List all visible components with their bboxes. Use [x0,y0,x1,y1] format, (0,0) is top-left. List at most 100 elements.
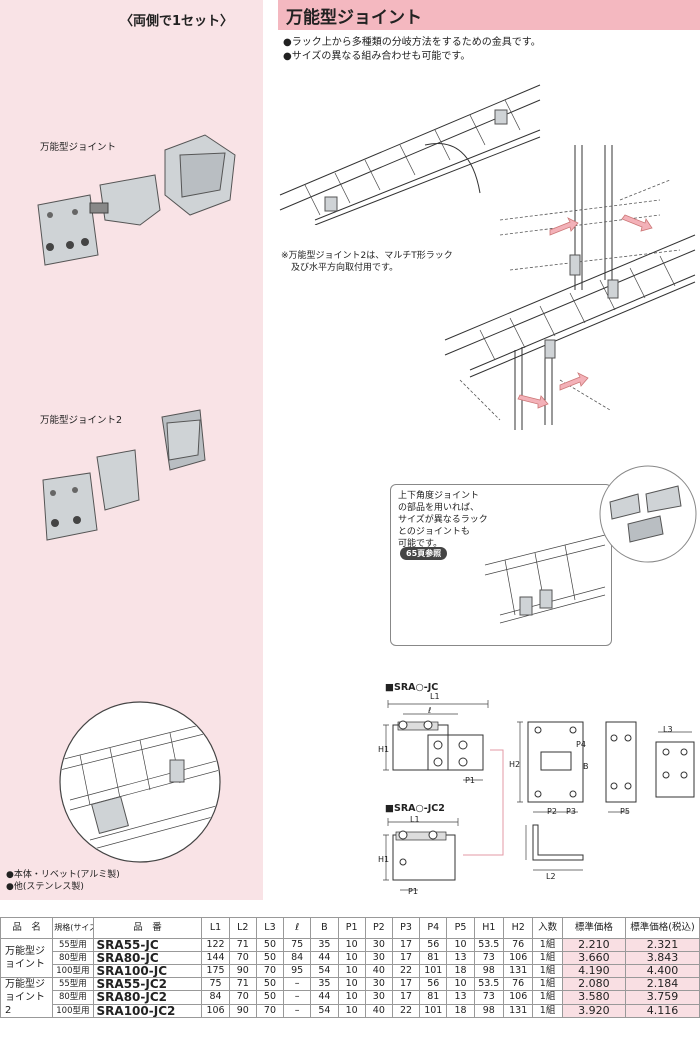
cell-size: 55型用 [52,938,94,952]
th-H1: H1 [473,917,504,939]
cell-L3: 50 [255,990,285,1005]
cell-P3: 17 [391,938,421,952]
material-note-2: ●他(ステンレス製) [6,882,84,892]
cell-H1: 73 [473,951,504,965]
cell-H2: 106 [502,990,534,1005]
dim-P5: P5 [620,807,630,816]
dim-H2: H2 [509,760,521,769]
cell-P4: 56 [419,938,448,952]
dim-P3: P3 [566,807,576,816]
section-title-bar: 万能型ジョイント [278,0,700,30]
cell-qty: 1組 [532,938,563,952]
cell-size: 80型用 [52,990,94,1005]
dimension-drawings [383,700,695,891]
cell-L2: 70 [228,951,257,965]
bullet-2: ●サイズの異なる組み合わせも可能です。 [283,51,471,62]
cell-P3: 22 [391,1003,421,1019]
th-P3: P3 [391,917,421,939]
cell-qty: 1組 [532,951,563,965]
spec-table: 品 名 規格(サイズ) 品 番 L1 L2 L3 ℓ B P1 P2 P3 P4… [0,917,700,1019]
cell-P1: 10 [337,951,366,965]
cell-L1: 144 [201,951,230,965]
joint-photo-2 [42,409,206,541]
cell-P2: 40 [364,1003,393,1019]
th-size: 規格(サイズ) [52,917,94,939]
cell-size: 100型用 [52,964,94,978]
cell-P3: 17 [391,976,421,992]
cell-P2: 40 [364,964,393,978]
cell-L2: 90 [228,1003,257,1019]
cell-price: 3.920 [561,1003,626,1019]
cell-H2: 76 [502,976,534,992]
th-P5: P5 [446,917,475,939]
cell-size: 100型用 [52,1003,94,1019]
cell-price: 3.580 [561,990,626,1005]
cell-price: 2.210 [561,938,626,952]
th-P1: P1 [337,917,366,939]
cell-L2: 71 [228,938,257,952]
dim-P2: P2 [547,807,557,816]
cell-P5: 13 [446,951,475,965]
dim-B: B [583,762,589,771]
cell-B: 54 [310,964,339,978]
material-note-1: ●本体・リベット(アルミ製) [6,870,120,880]
table-header-row: 品 名 規格(サイズ) 品 番 L1 L2 L3 ℓ B P1 P2 P3 P4… [0,917,700,939]
ladder-detail-circle [59,701,221,863]
joint-photo-1 [37,134,236,266]
th-B: B [310,917,339,939]
cell-P4: 81 [419,990,448,1005]
page-ref-badge[interactable]: 65頁参照 [400,547,448,560]
callout-box [390,484,612,646]
callout-line-1: 上下角度ジョイント [398,491,480,501]
callout-line-5: 可能です。 [398,539,443,549]
th-P4: P4 [419,917,448,939]
cell-P2: 30 [364,951,393,965]
cell-code: SRA100-JC2 [92,1003,203,1019]
cell-code: SRA100-JC [92,964,203,978]
dim-H1-jc2: H1 [378,855,390,864]
pair-note: 〈両側で1セット〉 [120,14,234,29]
cell-P5: 18 [446,1003,475,1019]
cell-size: 55型用 [52,976,94,992]
cell-l: – [283,976,312,992]
cell-P5: 10 [446,976,475,992]
callout-rack-illustration [484,534,606,624]
callout-line-4: とのジョイントも [398,527,470,537]
cell-price: 4.190 [561,964,626,978]
th-code: 品 番 [92,917,203,939]
cell-P2: 30 [364,938,393,952]
cell-L3: 70 [255,1003,285,1019]
cell-price-tax: 4.400 [624,964,700,978]
cell-price: 3.660 [561,951,626,965]
cell-P1: 10 [337,1003,366,1019]
cell-P3: 22 [391,964,421,978]
callout-line-3: サイズが異なるラック [398,515,488,525]
callout-part-circle [599,465,697,563]
cell-l: – [283,990,312,1005]
cell-L2: 90 [228,964,257,978]
section-title: 万能型ジョイント [286,8,422,28]
cell-L3: 70 [255,964,285,978]
dim-L3: L3 [663,725,673,734]
dim-L2: L2 [546,872,556,881]
cell-P3: 17 [391,951,421,965]
cell-L3: 50 [255,938,285,952]
cell-L1: 84 [201,990,230,1005]
th-price: 標準価格 [561,917,626,939]
cell-L1: 75 [201,976,230,992]
rack-multi-direction-illustration [444,145,696,430]
cell-P4: 56 [419,976,448,992]
cell-L1: 122 [201,938,230,952]
cell-code: SRA80-JC [92,951,203,965]
cell-qty: 1組 [532,990,563,1005]
drawing-label-jc: ■SRA○-JC [385,682,439,693]
th-H2: H2 [502,917,534,939]
group-name: 万能型ジョイント [0,938,54,978]
cell-B: 35 [310,938,339,952]
cell-P1: 10 [337,964,366,978]
th-P2: P2 [364,917,393,939]
bullet-1: ●ラック上から多種類の分岐方法をするための金具です。 [283,37,541,48]
